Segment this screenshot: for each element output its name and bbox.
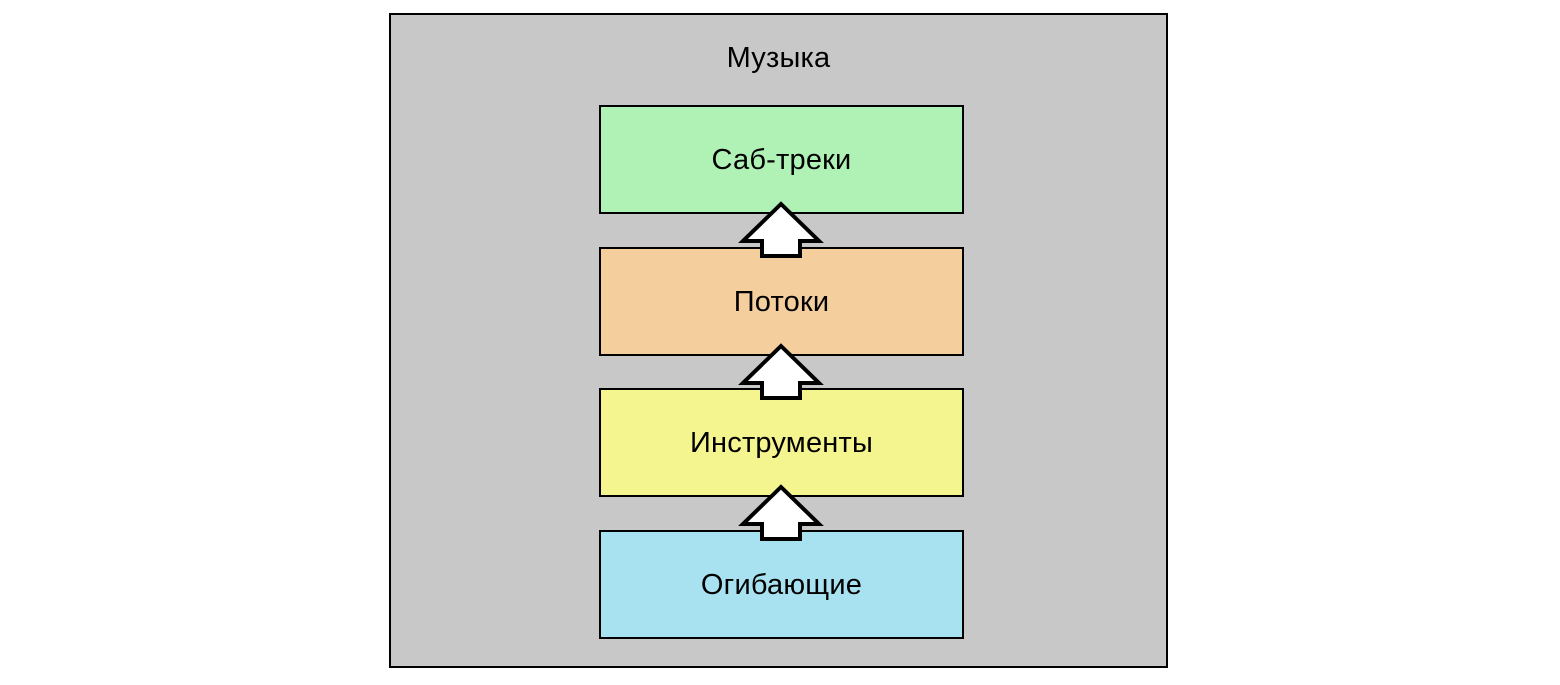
layer-label: Саб-треки <box>711 143 852 176</box>
layer-label: Огибающие <box>700 568 863 601</box>
layer-box-instruments[interactable]: Инструменты <box>599 388 964 497</box>
group-title: Музыка <box>726 42 831 74</box>
layer-box-streams[interactable]: Потоки <box>599 247 964 356</box>
layer-box-envelopes[interactable]: Огибающие <box>599 530 964 639</box>
layer-box-sub-tracks[interactable]: Саб-треки <box>599 105 964 214</box>
layer-label: Потоки <box>733 285 830 318</box>
layer-label: Инструменты <box>689 426 874 459</box>
music-group-container: Музыка Саб-треки Потоки Инструменты <box>389 13 1168 668</box>
